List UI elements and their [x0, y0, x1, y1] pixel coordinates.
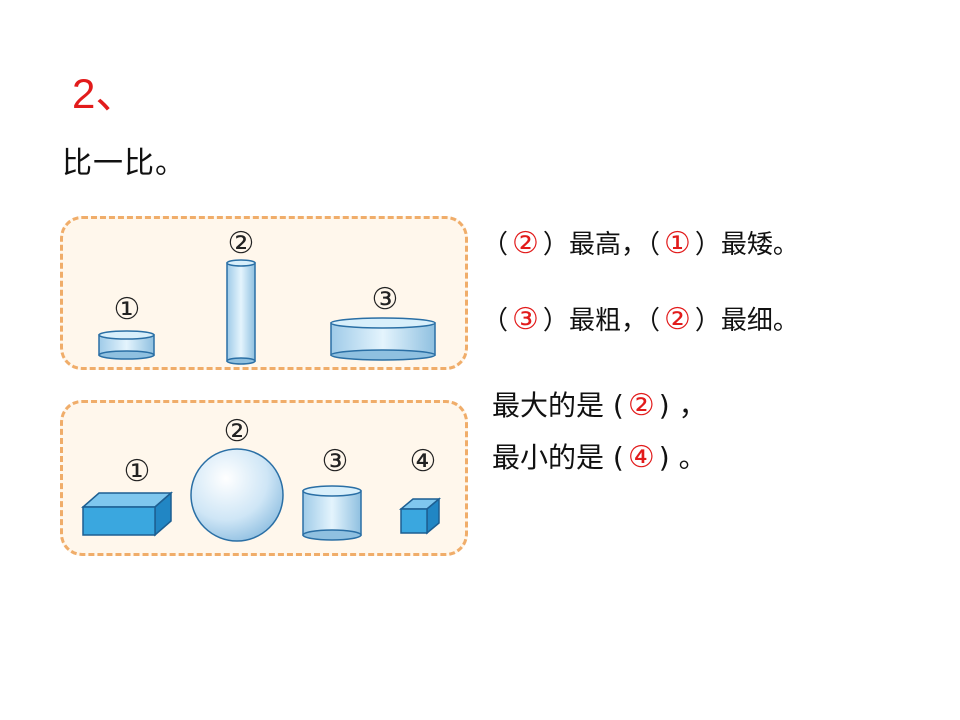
text-shortest: 最矮。 [720, 230, 799, 260]
solid-label-2: ② [224, 414, 251, 449]
answer-thinnest: ② [663, 302, 691, 337]
cuboid-1 [81, 491, 173, 537]
answer-line-width: （③）最粗，（②）最细。 [482, 302, 799, 337]
answer-smallest: ④ [627, 440, 655, 475]
answer-thickest: ③ [512, 302, 539, 337]
text-tallest: 最高， [568, 230, 647, 260]
solid-label-4: ④ [410, 444, 437, 479]
answer-shortest: ① [663, 226, 691, 261]
solid-label-1: ① [124, 454, 151, 489]
cylinder-3-solid [302, 485, 362, 541]
answer-line-smallest: 最小的是 (④) 。 [492, 440, 707, 475]
cylinder-3 [330, 317, 436, 361]
text-smallest: 最小的是 [492, 441, 605, 474]
text-largest: 最大的是 [492, 389, 605, 422]
cylinder-label-1: ① [114, 292, 141, 327]
cylinder-2 [226, 259, 256, 365]
smallest-suffix: 。 [678, 441, 707, 474]
answer-line-height: （②）最高，（①）最矮。 [482, 226, 799, 261]
cylinder-1 [98, 330, 155, 360]
answer-line-largest: 最大的是 (②) ， [492, 388, 707, 423]
text-thickest: 最粗， [568, 306, 647, 336]
question-number: 2、 [72, 70, 138, 117]
cylinder-label-2: ② [228, 226, 255, 261]
answer-largest: ② [627, 388, 655, 423]
sphere-2 [190, 448, 284, 542]
largest-suffix: ， [678, 389, 707, 422]
text-thinnest: 最细。 [720, 306, 799, 336]
instruction: 比一比。 [62, 146, 186, 181]
solids-panel: ① ② ③ ④ [60, 400, 468, 556]
cylinder-label-3: ③ [372, 282, 399, 317]
answer-tallest: ② [512, 226, 539, 261]
solid-label-3: ③ [322, 444, 349, 479]
cube-4 [398, 497, 442, 535]
solid-figures: ① ② ③ ④ [81, 414, 442, 542]
cylinder-panel: ① ② ③ [60, 216, 468, 370]
cylinder-figures: ① ② ③ [98, 226, 436, 365]
